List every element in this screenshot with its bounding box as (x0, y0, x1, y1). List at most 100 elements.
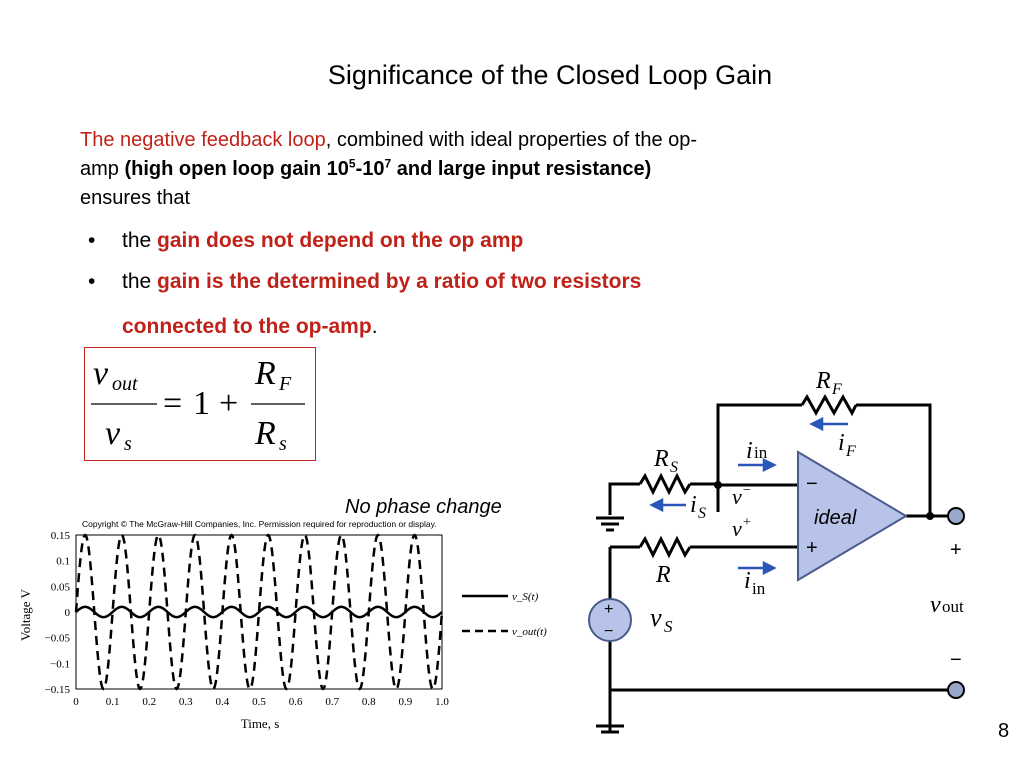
rs-left-wire (608, 482, 640, 515)
opamp-plus-sign: + (806, 537, 818, 559)
y-axis-label: Voltage V (18, 588, 33, 640)
rs-label: R (653, 446, 669, 472)
formula-rhs-den: R (254, 415, 276, 452)
ground-symbol-top (596, 516, 624, 532)
output-plus-sign: + (950, 539, 962, 561)
x-tick-label: 0.3 (179, 696, 193, 708)
junction-dot-input (714, 481, 722, 489)
rs-resistor (638, 472, 692, 496)
iin-top-label: i (746, 438, 753, 464)
series-vout-line (74, 533, 444, 691)
source-label-sub: S (664, 617, 673, 636)
y-tick-label: 0.15 (51, 530, 71, 542)
source-minus-sign: − (604, 623, 613, 640)
y-tick-label: −0.1 (50, 658, 70, 670)
ground-symbol-bottom (596, 724, 624, 734)
vplus-label: v (732, 516, 742, 541)
intro-bold-3: and large input resistance) (391, 158, 652, 180)
bullet-2: • the gain is the determined by a ratio o… (88, 270, 641, 294)
y-tick-label: 0.05 (51, 581, 71, 593)
junction-dot-output (926, 512, 934, 520)
bullet-1-prefix: the (122, 229, 158, 252)
intro-text-2: amp (80, 158, 125, 180)
intro-exp-2: 7 (384, 156, 392, 171)
formula-rhs-den-sub: s (279, 433, 287, 455)
intro-paragraph: The negative feedback loop, combined wit… (80, 126, 880, 213)
x-tick-label: 0.7 (325, 696, 339, 708)
rf-resistor (800, 393, 858, 417)
iin-top-label-sub: in (754, 443, 768, 462)
x-tick-label: 0 (73, 696, 79, 708)
feedback-wire-left (716, 403, 802, 512)
formula-equals: = (163, 385, 182, 422)
if-label: i (838, 430, 845, 456)
series-vs-line (75, 605, 443, 619)
intro-bold-2: -10 (355, 158, 385, 180)
formula-lhs-den-sub: s (124, 433, 132, 455)
bullet-2-continuation: connected to the op-amp. (122, 315, 378, 339)
y-tick-label: −0.15 (45, 684, 71, 696)
bullet-dot: • (88, 229, 96, 252)
output-terminal-top (947, 507, 965, 525)
feedback-wire-right (856, 403, 932, 516)
vminus-label-sup: − (743, 483, 751, 498)
x-tick-label: 1.0 (435, 696, 449, 708)
r-label: R (655, 562, 671, 588)
x-tick-label: 0.5 (252, 696, 266, 708)
page-number: 8 (998, 720, 1010, 742)
bullet-2-suffix: . (371, 315, 378, 338)
vminus-label: v (732, 484, 742, 509)
r-resistor (638, 535, 692, 559)
x-tick-label: 0.1 (106, 696, 120, 708)
is-label: i (690, 492, 697, 518)
formula-one: 1 (193, 385, 210, 422)
formula-lhs-num: v (93, 355, 109, 392)
legend-vs-label: v_S(t) (512, 591, 539, 603)
bullet-1-emphasis: gain does not depend on the op amp (157, 229, 524, 252)
x-tick-label: 0.6 (289, 696, 303, 708)
opamp-minus-sign: − (806, 473, 818, 495)
intro-red-phrase: The negative feedback loop (80, 129, 326, 151)
iin-bottom-label-sub: in (752, 579, 766, 598)
vout-label-sub: out (942, 597, 964, 616)
bullet-2-prefix: the (122, 270, 158, 293)
is-label-sub: S (698, 505, 706, 522)
plot-caption: No phase change (345, 496, 502, 518)
opamp-triangle (797, 450, 908, 582)
formula-lhs-den: v (105, 415, 121, 452)
rf-label-sub: F (831, 381, 842, 398)
chart-legend: v_S(t) v_out(t) (462, 591, 547, 638)
y-tick-label: 0.1 (56, 556, 70, 568)
output-terminal-bottom (947, 681, 965, 699)
if-label-sub: F (845, 443, 856, 460)
formula-rhs-num-sub: F (278, 373, 292, 395)
bullet-dot: • (88, 270, 96, 293)
formula-plus: + (219, 385, 238, 422)
bullet-1: • the gain does not depend on the op amp (88, 229, 523, 253)
x-tick-label: 0.2 (142, 696, 156, 708)
y-tick-label: 0 (65, 607, 71, 619)
bullet-2-emphasis: gain is the determined by a ratio of two… (157, 270, 642, 293)
inverting-amp-circuit: − + ideal + − R F R S R i in i F i S i i… (588, 368, 965, 734)
voltage-time-chart: Copyright © The McGraw-Hill Companies, I… (18, 519, 547, 731)
vout-label: v (930, 592, 941, 618)
vplus-label-sup: + (743, 515, 751, 530)
legend-vout-label: v_out(t) (512, 626, 547, 638)
slide-title: Significance of the Closed Loop Gain (327, 60, 773, 90)
x-tick-label: 0.4 (216, 696, 230, 708)
iin-bottom-label: i (744, 568, 751, 594)
intro-exp-1: 5 (348, 156, 356, 171)
voltage-source (588, 598, 632, 642)
formula-lhs-num-sub: out (112, 373, 138, 395)
x-tick-label: 0.9 (399, 696, 413, 708)
gain-formula: v out v s R F R s = 1 + (84, 347, 316, 461)
source-label: v (650, 603, 662, 632)
intro-text-1: , combined with ideal properties of the … (325, 129, 698, 151)
output-minus-sign: − (950, 649, 962, 671)
intro-text-3: ensures that (80, 187, 191, 209)
intro-bold-1: (high open loop gain 10 (124, 158, 349, 180)
series-layer (74, 533, 444, 691)
opamp-ideal-label: ideal (814, 507, 857, 529)
gain-formula-svg: v out v s R F R s = 1 + (91, 355, 305, 455)
